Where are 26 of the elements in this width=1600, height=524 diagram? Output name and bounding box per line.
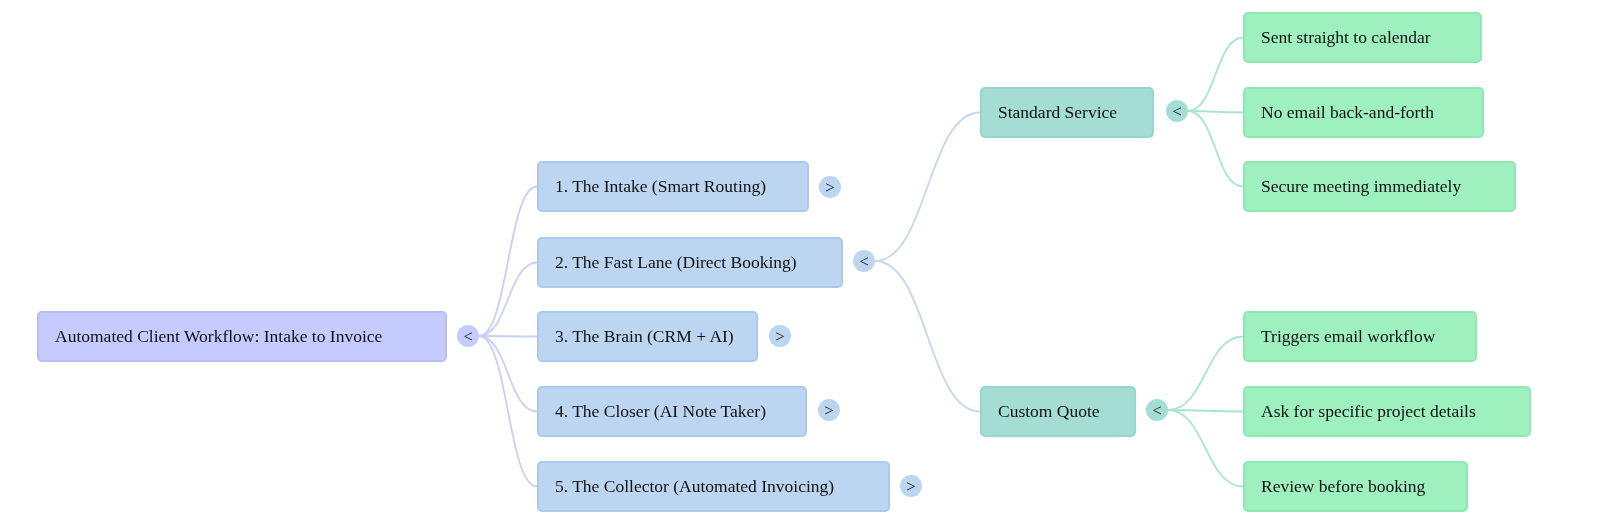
collapse-toggle: > xyxy=(818,399,840,421)
connector-line xyxy=(1167,409,1244,488)
connector-line xyxy=(1187,110,1244,188)
leaf-box: Triggers email workflow xyxy=(1243,311,1477,362)
topic-box: 4. The Closer (AI Note Taker) xyxy=(537,386,807,437)
collapse-toggle: < xyxy=(1166,100,1188,122)
collapse-toggle: < xyxy=(1146,399,1168,421)
connector-line xyxy=(874,260,981,413)
topic-box: 2. The Fast Lane (Direct Booking) xyxy=(537,237,843,288)
subtopic-box: Custom Quote xyxy=(980,386,1136,437)
topic-box: 5. The Collector (Automated Invoicing) xyxy=(537,461,890,512)
topic-box: 3. The Brain (CRM + AI) xyxy=(537,311,758,362)
root-topic-box: Automated Client Workflow: Intake to Invoice xyxy=(37,311,447,362)
collapse-toggle: > xyxy=(819,176,841,198)
connector-line xyxy=(478,335,538,488)
collapse-toggle: < xyxy=(853,250,875,272)
collapse-toggle: > xyxy=(769,325,791,347)
subtopic-box: Standard Service xyxy=(980,87,1154,138)
leaf-box: Review before booking xyxy=(1243,461,1468,512)
leaf-box: No email back-and-forth xyxy=(1243,87,1484,138)
topic-box: 1. The Intake (Smart Routing) xyxy=(537,161,809,212)
leaf-box: Ask for specific project details xyxy=(1243,386,1531,437)
leaf-box: Sent straight to calendar xyxy=(1243,12,1482,63)
leaf-box: Secure meeting immediately xyxy=(1243,161,1516,212)
collapse-toggle: > xyxy=(900,475,922,497)
collapse-toggle: < xyxy=(457,325,479,347)
